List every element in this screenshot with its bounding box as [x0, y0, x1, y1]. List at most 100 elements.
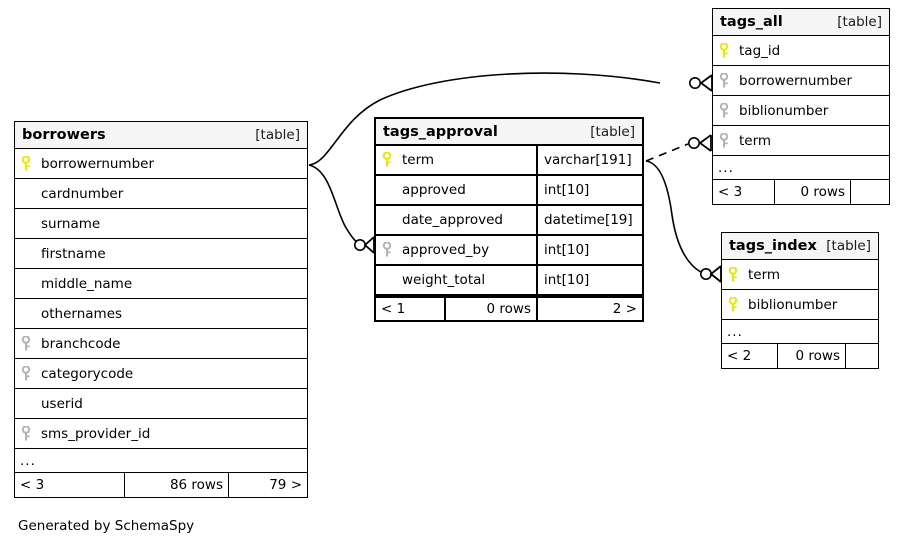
- more-columns-indicator: ...: [722, 320, 878, 344]
- next-page-button[interactable]: [851, 180, 889, 204]
- column-name: approved: [402, 182, 466, 198]
- more-columns-indicator: ...: [713, 156, 889, 180]
- column-name: weight_total: [402, 272, 486, 288]
- column-name: middle_name: [41, 275, 133, 292]
- column-name: borrowernumber: [41, 155, 155, 172]
- prev-page-button[interactable]: < 3: [15, 473, 125, 497]
- column-name: surname: [41, 215, 101, 232]
- column-type: int[10]: [536, 176, 642, 204]
- row-count: 0 rows: [446, 298, 538, 320]
- edge-terminator-tags-index-term: [699, 265, 722, 283]
- foreign-key-icon: [15, 425, 37, 442]
- column-name: sms_provider_id: [41, 425, 151, 442]
- table-tags-index[interactable]: tags_index [table] term biblionumber ...…: [721, 232, 879, 369]
- table-footer-tags-approval: < 1 0 rows 2 >: [376, 296, 642, 320]
- column-name: othernames: [41, 305, 123, 322]
- table-row[interactable]: biblionumber: [713, 96, 889, 126]
- column-name: term: [748, 266, 781, 283]
- table-title: tags_approval: [383, 123, 498, 140]
- table-tags-approval[interactable]: tags_approval [table] term varchar[191] …: [374, 117, 644, 322]
- table-title: borrowers: [22, 127, 106, 143]
- column-type: int[10]: [536, 266, 642, 294]
- table-borrowers[interactable]: borrowers [table] borrowernumber cardnum…: [14, 121, 308, 498]
- primary-key-icon: [713, 42, 735, 59]
- edge-terminator-tags-all-term: [687, 134, 712, 152]
- column-type: varchar[191]: [536, 146, 642, 174]
- column-name: borrowernumber: [739, 72, 853, 89]
- primary-key-icon: [376, 152, 398, 168]
- prev-page-button[interactable]: < 1: [376, 298, 446, 320]
- column-name: date_approved: [402, 212, 503, 228]
- edge-tags-approval-to-tags-all: [645, 143, 689, 162]
- prev-page-button[interactable]: < 3: [713, 180, 775, 204]
- table-type-tag: [table]: [590, 123, 635, 140]
- primary-key-icon: [722, 296, 744, 313]
- more-columns-indicator: ...: [15, 449, 307, 473]
- table-footer-tags-all: < 3 0 rows: [713, 180, 889, 204]
- table-header-tags-all: tags_all [table]: [713, 9, 889, 36]
- edge-terminator-tags-approval-approved-by: [353, 236, 375, 254]
- column-name: tag_id: [739, 42, 781, 59]
- table-row[interactable]: borrowernumber: [15, 149, 307, 179]
- table-row[interactable]: sms_provider_id: [15, 419, 307, 449]
- table-row[interactable]: approved int[10]: [376, 176, 642, 206]
- table-row[interactable]: approved_by int[10]: [376, 236, 642, 266]
- table-row[interactable]: cardnumber: [15, 179, 307, 209]
- next-page-button[interactable]: 2 >: [612, 301, 637, 317]
- table-row[interactable]: weight_total int[10]: [376, 266, 642, 296]
- table-row[interactable]: branchcode: [15, 329, 307, 359]
- edge-tags-approval-to-tags-index: [645, 160, 706, 275]
- edge-borrowers-to-tags-approval: [308, 164, 361, 246]
- row-count: 86 rows: [125, 473, 229, 497]
- table-row[interactable]: categorycode: [15, 359, 307, 389]
- primary-key-icon: [722, 266, 744, 283]
- table-header-tags-approval: tags_approval [table]: [376, 119, 642, 146]
- row-count: 0 rows: [778, 344, 846, 368]
- column-name: categorycode: [41, 365, 134, 382]
- table-header-tags-index: tags_index [table]: [722, 233, 878, 260]
- column-name: userid: [41, 395, 83, 412]
- generated-by-note: Generated by SchemaSpy: [18, 518, 195, 534]
- foreign-key-icon: [713, 132, 735, 149]
- table-row[interactable]: middle_name: [15, 269, 307, 299]
- column-name: term: [402, 152, 435, 168]
- table-header-borrowers: borrowers [table]: [15, 122, 307, 149]
- table-title: tags_index: [729, 238, 817, 254]
- next-page-button[interactable]: 79 >: [269, 477, 302, 493]
- table-row[interactable]: date_approved datetime[19]: [376, 206, 642, 236]
- table-tags-all[interactable]: tags_all [table] tag_id borrowernumber b…: [712, 8, 890, 205]
- table-row[interactable]: surname: [15, 209, 307, 239]
- edge-terminator-tags-all-borrowernumber: [688, 74, 713, 92]
- column-name: branchcode: [41, 335, 121, 352]
- table-row[interactable]: borrowernumber: [713, 66, 889, 96]
- primary-key-icon: [15, 155, 37, 172]
- foreign-key-icon: [376, 242, 398, 258]
- table-row[interactable]: firstname: [15, 239, 307, 269]
- prev-page-button[interactable]: < 2: [722, 344, 778, 368]
- table-row[interactable]: othernames: [15, 299, 307, 329]
- foreign-key-icon: [15, 335, 37, 352]
- table-row[interactable]: tag_id: [713, 36, 889, 66]
- table-row[interactable]: term: [722, 260, 878, 290]
- table-type-tag: [table]: [255, 127, 300, 143]
- foreign-key-icon: [15, 365, 37, 382]
- column-name: approved_by: [402, 242, 490, 258]
- next-page-button[interactable]: [846, 344, 878, 368]
- table-row[interactable]: userid: [15, 389, 307, 419]
- foreign-key-icon: [713, 72, 735, 89]
- column-name: cardnumber: [41, 185, 124, 202]
- table-title: tags_all: [720, 14, 783, 30]
- table-footer-borrowers: < 3 86 rows 79 >: [15, 473, 307, 497]
- table-type-tag: [table]: [826, 238, 871, 254]
- table-row[interactable]: term varchar[191]: [376, 146, 642, 176]
- column-type: datetime[19]: [536, 206, 642, 234]
- column-name: biblionumber: [748, 296, 838, 313]
- table-row[interactable]: term: [713, 126, 889, 156]
- column-type: int[10]: [536, 236, 642, 264]
- table-type-tag: [table]: [837, 14, 882, 30]
- column-name: firstname: [41, 245, 106, 262]
- column-name: term: [739, 132, 772, 149]
- table-row[interactable]: biblionumber: [722, 290, 878, 320]
- table-footer-tags-index: < 2 0 rows: [722, 344, 878, 368]
